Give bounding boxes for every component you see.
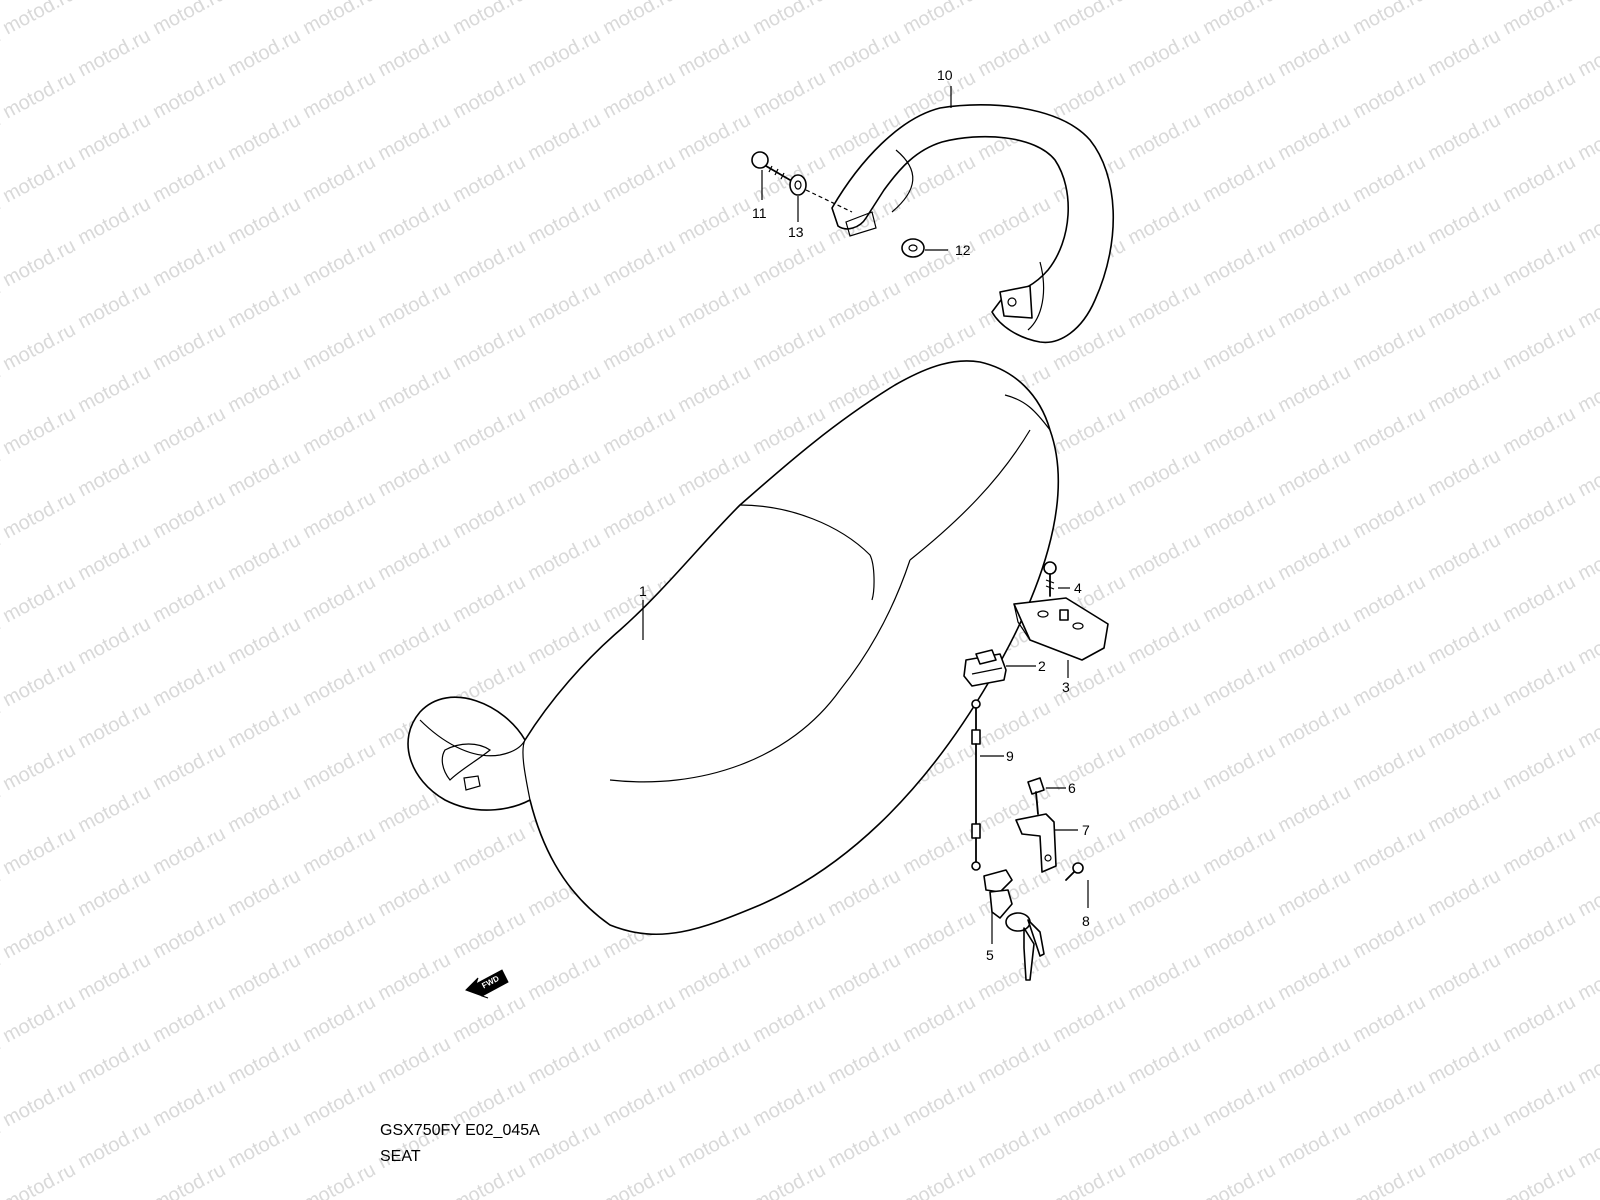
fwd-arrow-icon: FWD — [465, 969, 509, 999]
callout-12: 12 — [955, 242, 971, 258]
callout-1: 1 — [639, 583, 647, 599]
callout-9: 9 — [1006, 748, 1014, 764]
callout-8: 8 — [1082, 913, 1090, 929]
lock-5 — [983, 869, 1045, 981]
callout-7: 7 — [1082, 822, 1090, 838]
screw-8 — [1065, 862, 1084, 881]
diagram-title: SEAT — [380, 1148, 421, 1165]
callout-5: 5 — [986, 947, 994, 963]
callout-13: 13 — [788, 224, 804, 240]
cable-9 — [971, 699, 981, 871]
bolt-6 — [1027, 777, 1045, 815]
bolt-11 — [751, 151, 791, 181]
bracket-3 — [1013, 597, 1109, 661]
screw-4 — [1043, 561, 1057, 597]
washer-12 — [901, 238, 925, 258]
bracket-7 — [1015, 813, 1057, 873]
diagram-code: GSX750FY E02_045A — [380, 1122, 540, 1139]
callout-6: 6 — [1068, 780, 1076, 796]
cushion-2 — [963, 649, 1007, 687]
grab-rail — [831, 104, 1114, 344]
callout-3: 3 — [1062, 679, 1070, 695]
callout-4: 4 — [1074, 580, 1082, 596]
seat — [407, 360, 1060, 936]
leader-lines — [642, 86, 1089, 944]
callout-2: 2 — [1038, 658, 1046, 674]
callout-10: 10 — [937, 67, 953, 83]
callout-11: 11 — [752, 205, 767, 221]
washer-13 — [789, 174, 853, 213]
